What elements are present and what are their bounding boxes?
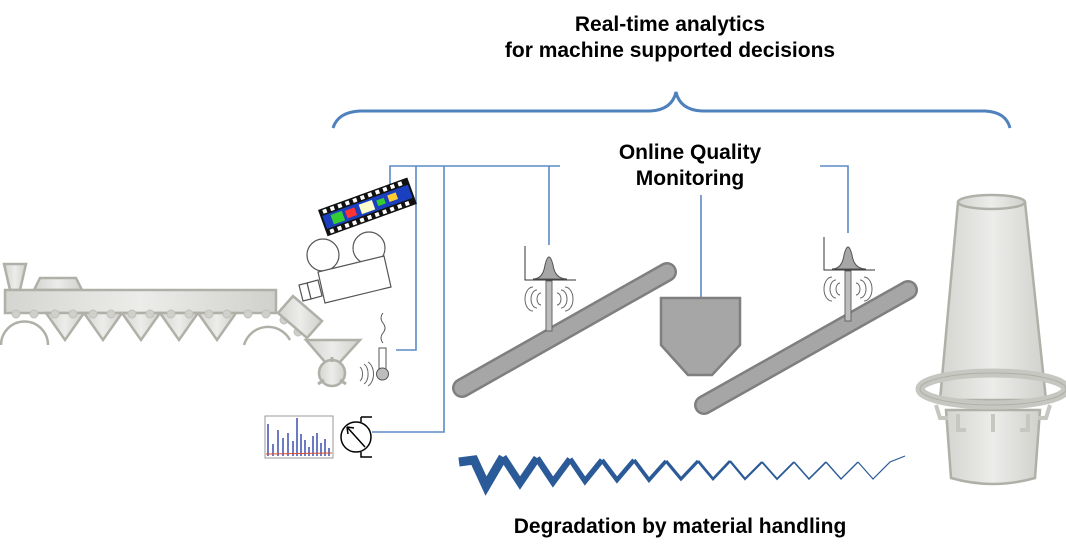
monitoring-label-line2: Monitoring	[635, 167, 745, 190]
bunker	[659, 296, 742, 377]
thermal-image-film	[318, 177, 417, 237]
monitoring-label: Online Quality Monitoring	[560, 140, 820, 192]
degradation-label: Degradation by material handling	[513, 515, 847, 538]
analytics-title: Real-time analytics for machine supporte…	[420, 12, 920, 64]
analytics-title-line2: for machine supported decisions	[504, 39, 836, 62]
degradation-zigzag-segments	[458, 454, 906, 496]
crusher	[303, 338, 363, 388]
temperature-sensor	[359, 312, 389, 387]
analytics-title-line1: Real-time analytics	[574, 13, 766, 36]
blast-furnace	[915, 193, 1066, 486]
analytics-brace	[331, 91, 1012, 129]
spectrometer	[340, 416, 372, 458]
thermal-camera	[298, 231, 392, 304]
particle-size-sensor-2	[823, 237, 875, 322]
spectrum-plot	[264, 415, 334, 459]
particle-size-sensor-1	[524, 246, 576, 332]
sinter-machine	[0, 262, 324, 346]
conveyor-belts	[452, 262, 918, 415]
monitoring-label-line1: Online Quality	[618, 141, 762, 164]
